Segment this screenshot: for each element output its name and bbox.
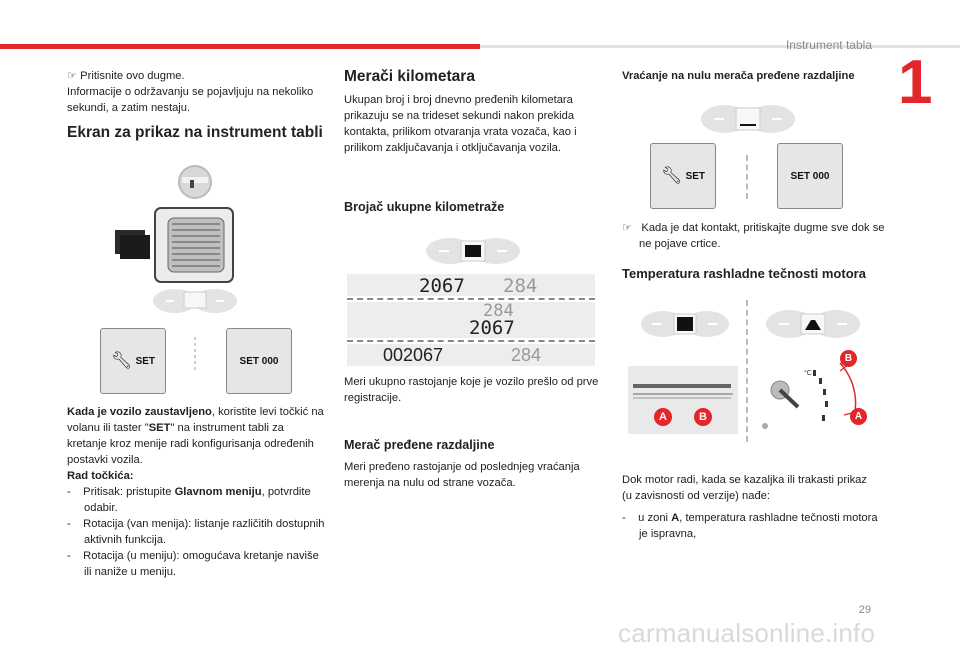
vehicle-stopped-paragraph: Kada je vozilo zaustavljeno, koristite l… xyxy=(67,404,325,580)
header-grey-bar xyxy=(480,45,960,48)
wrench-icon: 🔧︎ xyxy=(110,351,133,370)
bar-gauge-panel: A B xyxy=(628,366,738,434)
wheel-heading: Rad točkića: xyxy=(67,470,134,482)
instrument-panel-illustration xyxy=(115,165,237,373)
coolant-heading: Temperatura rashladne tečnosti motora xyxy=(622,266,866,281)
vehicle-stopped-text-a: , koristite levi točkić na volanu ili ta… xyxy=(67,406,324,434)
list-item: - Rotacija (u meniju): omogućava kretanj… xyxy=(67,550,319,578)
odo-trip: 284 xyxy=(511,345,542,365)
reset-instruction: ☞ Kada je dat kontakt, pritiskajte dugme… xyxy=(622,222,885,250)
meters-heading: Merači kilometara xyxy=(344,68,475,85)
vehicle-stopped-set: SET xyxy=(148,422,171,434)
section-title: Instrument tabla xyxy=(785,38,872,52)
odometer-panel-1: 2067 284 xyxy=(347,274,595,297)
odometer-panel-3: 002067 284 xyxy=(347,344,595,366)
odo-trip: 284 xyxy=(503,275,538,297)
odo-total: 2067 xyxy=(469,317,515,339)
odometer-panel-2: 284 2067 xyxy=(347,301,595,339)
meters-text: Ukupan broj i broj dnevno pređenih kilom… xyxy=(344,94,577,154)
zone-b-badge: B xyxy=(840,350,857,367)
dashboard-icon xyxy=(766,310,860,338)
total-heading: Brojač ukupne kilometraže xyxy=(344,200,505,214)
page-number: 29 xyxy=(858,604,871,616)
set-000-button-label: SET 000 xyxy=(239,355,279,367)
list-item: - Rotacija (van menija): listanje različ… xyxy=(67,518,325,546)
vehicle-stopped-text-b: " na instrument tabli za kretanje kroz m… xyxy=(67,422,314,466)
divider xyxy=(746,155,748,199)
finger-pointer-icon: ☞ xyxy=(622,222,633,234)
set-000-button[interactable]: SET 000 xyxy=(777,143,843,209)
chapter-number: 1 xyxy=(898,48,933,117)
set-button-label: SET xyxy=(685,170,706,182)
intro-line-1: Pritisnite ovo dugme. xyxy=(80,70,185,82)
zone-a-badge: A xyxy=(850,408,867,425)
vehicle-stopped-bold: Kada je vozilo zaustavljeno xyxy=(67,406,212,418)
odo-total: 2067 xyxy=(419,275,465,297)
intro-line-2: Informacije o održavanju se pojavljuju n… xyxy=(67,86,314,114)
thumbwheel-icon xyxy=(167,217,225,273)
divider xyxy=(347,340,595,342)
dashboard-icon xyxy=(153,289,237,313)
set-button[interactable]: 🔧︎ SET xyxy=(650,143,716,209)
zone-b-badge: B xyxy=(694,408,712,426)
set-000-button[interactable]: SET 000 xyxy=(226,328,292,394)
list-item: - Pritisak: pristupite Glavnom meniju, p… xyxy=(67,486,311,514)
total-text: Meri ukupno rastojanje koje je vozilo pr… xyxy=(344,376,599,404)
dashboard-icon xyxy=(426,238,520,264)
odo-trip: 284 xyxy=(483,301,514,321)
engine-text: Dok motor radi, kada se kazaljka ili tra… xyxy=(622,474,867,502)
dashboard-icon xyxy=(641,311,729,337)
wrench-icon: 🔧︎ xyxy=(660,166,683,185)
trip-heading: Merač pređene razdaljine xyxy=(344,438,495,452)
zone-a-badge: A xyxy=(654,408,672,426)
intro-paragraph: ☞ Pritisnite ovo dugme. Informacije o od… xyxy=(67,68,317,116)
set-000-button-label: SET 000 xyxy=(790,170,830,182)
list-item: - u zoni A, temperatura rashladne tečnos… xyxy=(622,512,878,540)
bar-gauge xyxy=(633,384,733,399)
watermark: carmanualsonline.info xyxy=(618,618,876,648)
set-button-label: SET xyxy=(135,355,156,367)
reset-heading: Vraćanje na nulu merača pređene razdalji… xyxy=(622,70,855,82)
trip-text: Meri pređeno rastojanje od poslednjeg vr… xyxy=(344,461,580,489)
screen-heading: Ekran za prikaz na instrument tabli xyxy=(67,124,323,141)
header-red-bar xyxy=(0,44,480,49)
steering-wheel-icon xyxy=(178,165,212,199)
odo-total-full: 002067 xyxy=(383,345,444,365)
divider xyxy=(746,300,748,442)
gauge-unit: °C xyxy=(804,369,812,377)
screen-stack-front xyxy=(120,235,150,259)
finger-pointer-icon: ☞ xyxy=(67,70,78,82)
set-button[interactable]: 🔧︎ SET xyxy=(100,328,166,394)
divider xyxy=(347,298,595,300)
dashboard-icon xyxy=(701,105,795,133)
